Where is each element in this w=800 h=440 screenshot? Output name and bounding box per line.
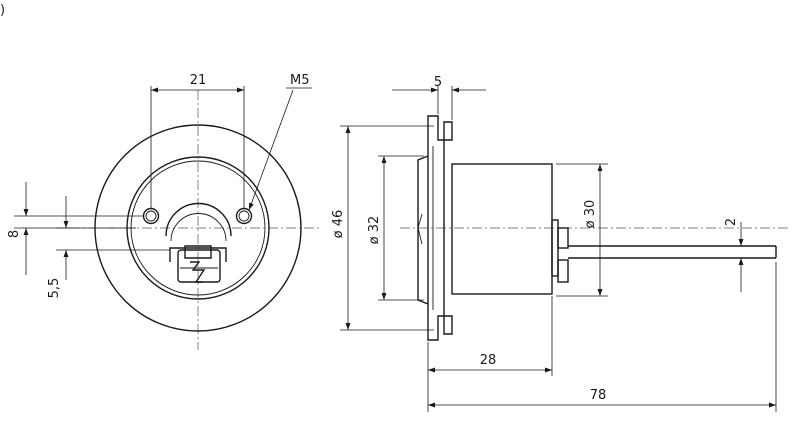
dim-body-diameter: ø 32	[367, 216, 382, 245]
thread-label: M5	[290, 73, 310, 88]
rear-plate	[551, 219, 559, 277]
plug-top-arc-inner	[170, 213, 227, 242]
m5-hole-right	[235, 207, 253, 225]
dim-flange-diameter: ø 46	[331, 210, 346, 239]
dim-bar-width: 2	[724, 218, 739, 226]
keyway-top	[184, 245, 212, 259]
dim-overall-length: 78	[590, 388, 607, 403]
side-view: 5 ø 46 ø 32 ø 30 2 28 78	[331, 75, 790, 412]
dim-flange-thickness: 5	[434, 75, 442, 90]
cam-upper	[557, 227, 569, 249]
dim-rear-diameter: ø 30	[583, 200, 598, 229]
flange-outline	[427, 115, 453, 341]
dim-height-offset: 8	[7, 230, 22, 238]
plug-top-arc	[165, 202, 232, 237]
front-view: 21 M5 8 5,5	[7, 73, 320, 350]
front-bezel	[417, 155, 429, 305]
m5-hole-right-inner	[238, 210, 250, 222]
plug-frame	[169, 247, 227, 262]
cam-lower	[557, 259, 569, 283]
m5-leader-line	[248, 89, 294, 211]
keyway-profile	[190, 261, 206, 283]
bezel-tip	[417, 213, 423, 245]
figure-marker: )	[0, 3, 5, 18]
dim-hole-spacing: 21	[190, 73, 207, 88]
cylinder-body	[451, 163, 553, 295]
dim-center-offset: 5,5	[47, 278, 62, 299]
dim-body-length: 28	[480, 353, 497, 368]
m5-hole-left-inner	[145, 210, 157, 222]
